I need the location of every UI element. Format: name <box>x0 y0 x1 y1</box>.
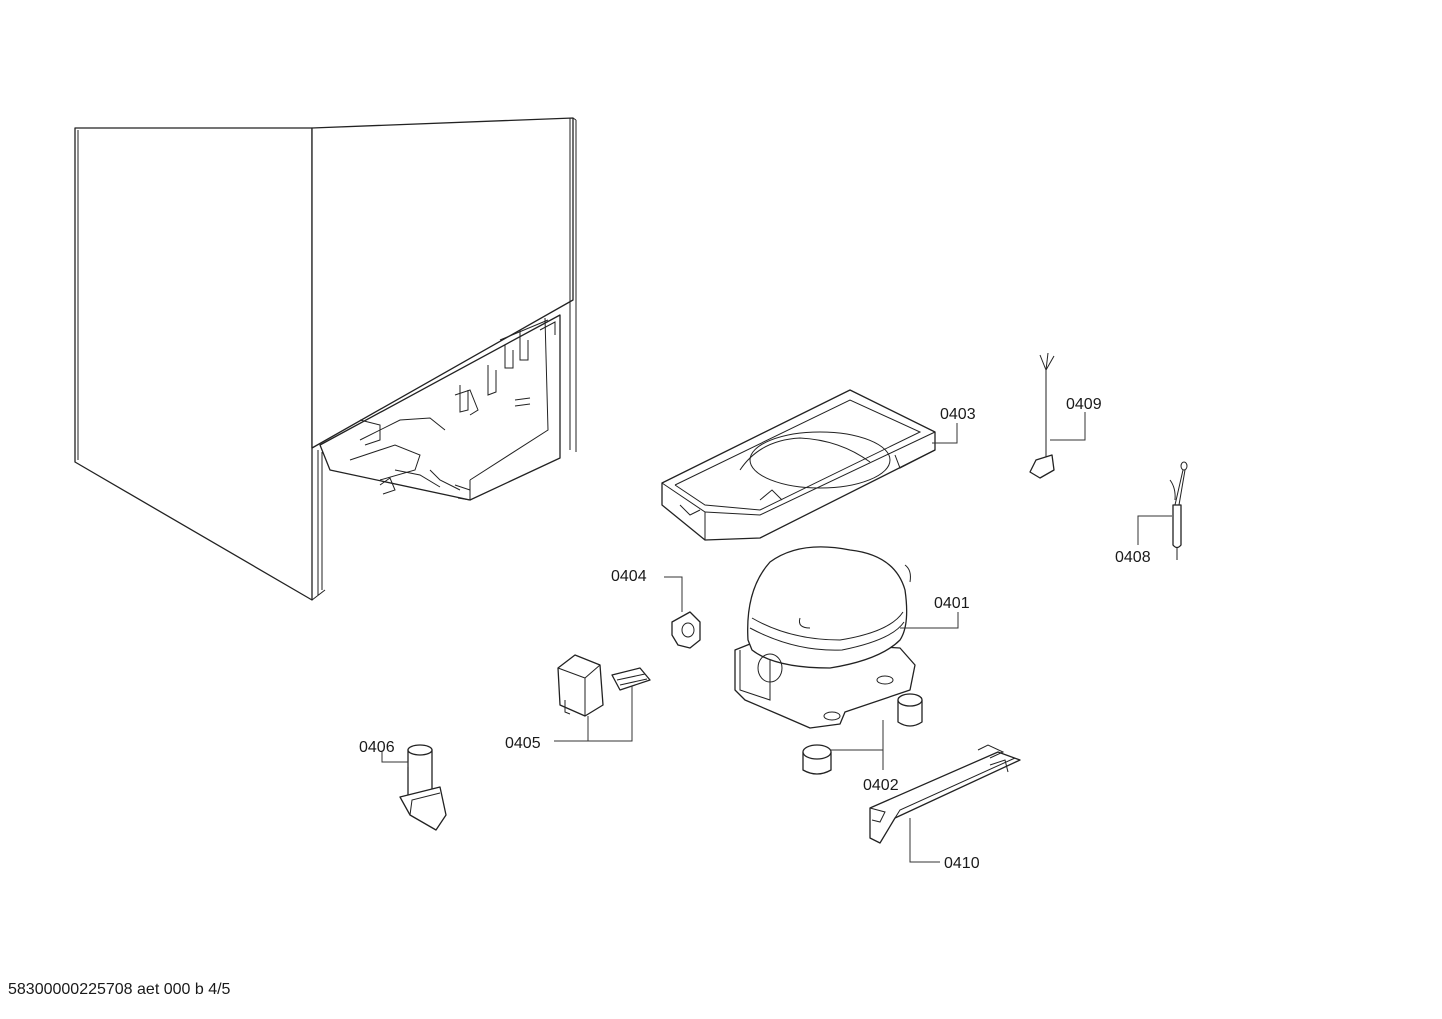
callout-0406: 0406 <box>359 739 395 756</box>
callout-0401: 0401 <box>934 595 970 612</box>
callout-0410: 0410 <box>944 855 980 872</box>
start-relay <box>671 611 701 649</box>
power-cable <box>1029 352 1055 479</box>
damper-foot <box>399 744 447 831</box>
callout-0408: 0408 <box>1115 549 1151 566</box>
callout-0404: 0404 <box>611 568 647 585</box>
mounting-rail <box>869 744 1021 844</box>
drip-tray <box>661 389 936 541</box>
compressor <box>734 546 916 729</box>
drawing-reference: 58300000225708 aet 000 b 4/5 <box>8 981 231 998</box>
callout-0402: 0402 <box>863 777 899 794</box>
temperature-sensor <box>1169 461 1188 560</box>
relay-cover <box>557 654 651 717</box>
callout-0403: 0403 <box>940 406 976 423</box>
callout-0405: 0405 <box>505 735 541 752</box>
callout-0409: 0409 <box>1066 396 1102 413</box>
leader-lines <box>381 412 1172 863</box>
cabinet <box>74 117 577 601</box>
callout-labels: 0403 0409 0408 0404 0401 0405 0406 0402 … <box>359 396 1151 872</box>
grommets <box>802 693 923 775</box>
